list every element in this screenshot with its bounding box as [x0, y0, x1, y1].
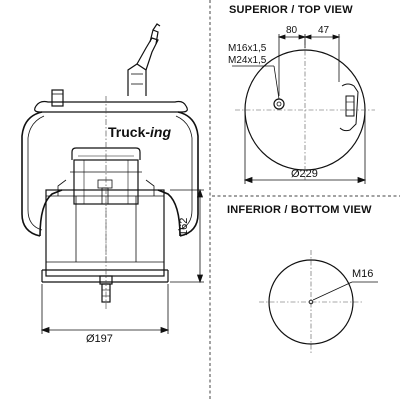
top-view-title: SUPERIOR / TOP VIEW — [229, 4, 353, 16]
top-fitting — [339, 83, 359, 132]
top-bead-plate — [34, 100, 188, 113]
height-label: 162 — [178, 217, 190, 236]
side-diameter-label: Ø197 — [86, 333, 113, 345]
view-dividers — [209, 0, 400, 400]
air-inlet-fitting — [127, 23, 161, 96]
top-view — [232, 34, 375, 184]
diameter-dimension-side — [40, 284, 170, 334]
side-view — [21, 23, 204, 334]
bottom-plate-circle — [268, 259, 354, 345]
thread-leader-top — [232, 65, 280, 100]
diameter-dimension-top — [243, 112, 367, 184]
bottom-view-title: INFERIOR / BOTTOM VIEW — [227, 204, 372, 216]
thread-label-m16: M16x1,5 — [228, 43, 267, 54]
top-diameter-label: Ø229 — [291, 168, 318, 180]
dim-47-label: 47 — [318, 25, 330, 36]
dim-80-label: 80 — [286, 25, 298, 36]
thread-label-m24: M24x1,5 — [228, 55, 267, 66]
thread-leader-bottom — [312, 281, 378, 301]
top-stud-left — [51, 89, 64, 107]
brand-main: Truck- — [108, 124, 151, 140]
top-offset-dimensions — [277, 34, 341, 96]
bottom-thread-hole — [308, 299, 314, 305]
bottom-view — [259, 250, 378, 354]
rubber-bellows — [21, 111, 199, 237]
height-dimension — [170, 188, 204, 284]
bottom-thread-label: M16 — [352, 268, 374, 280]
top-thread-hole — [273, 98, 285, 110]
brand-suffix: ing — [150, 124, 172, 140]
brand-logo: Truck-ing — [108, 124, 171, 140]
